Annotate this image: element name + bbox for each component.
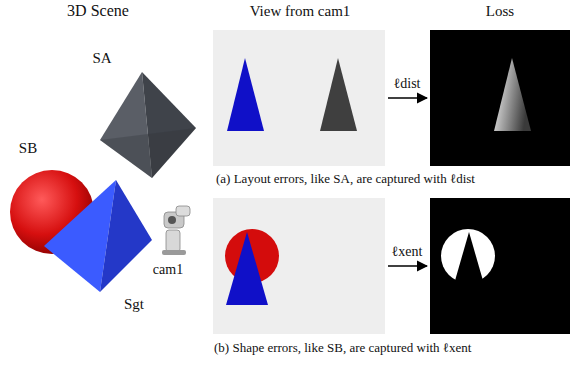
camera-label: cam1 (153, 262, 183, 277)
panel-title: View from cam1 (250, 3, 351, 20)
blue-triangle (226, 232, 268, 305)
loss-label: ℓxent (392, 244, 423, 259)
mask-triangle (448, 232, 490, 305)
camera-icon (162, 206, 190, 255)
shape-label: SA (92, 50, 111, 67)
loss-panel (430, 30, 570, 166)
view-panel (213, 198, 385, 334)
blue-triangle (227, 58, 264, 131)
arrow (388, 265, 427, 267)
caption: (b) Shape errors, like SB, are captured … (214, 341, 471, 355)
loss-triangle (494, 58, 531, 131)
view-panel (213, 30, 385, 166)
arrow (388, 97, 427, 99)
panel-title: 3D Scene (67, 2, 129, 20)
loss-panel (430, 198, 570, 334)
blue-tetrahedron (44, 180, 152, 292)
shape-label: SB (19, 140, 37, 157)
shape-label: Sgt (124, 296, 144, 313)
loss-label: ℓdist (394, 76, 421, 91)
gray-tetrahedron (100, 72, 196, 178)
caption: (a) Layout errors, like SA, are captured… (216, 172, 475, 186)
gray-triangle (320, 58, 357, 131)
panel-title: Loss (486, 3, 514, 20)
